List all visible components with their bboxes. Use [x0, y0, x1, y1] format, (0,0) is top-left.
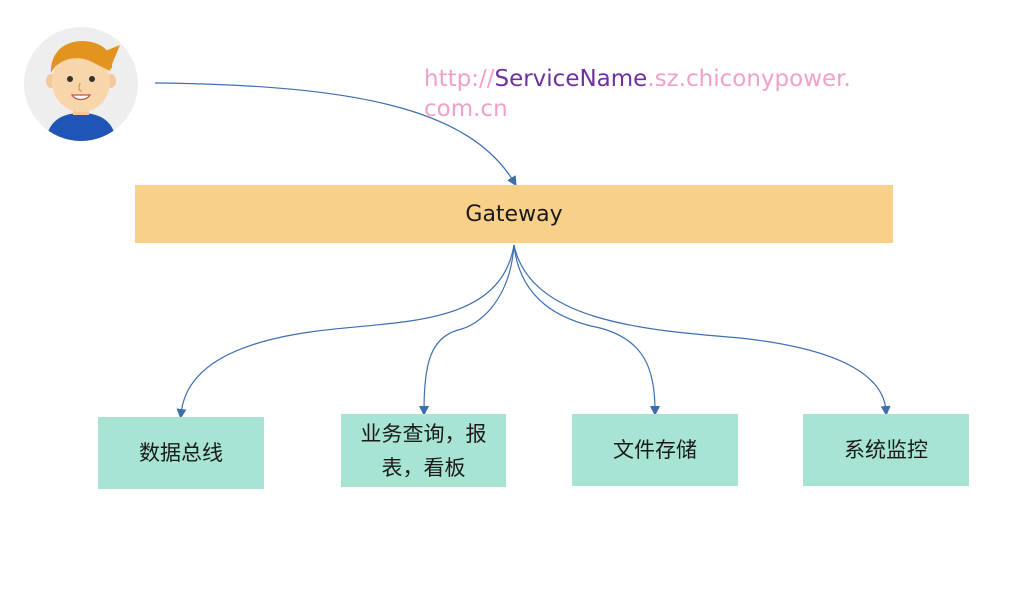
service-label-file-storage: 文件存储: [613, 438, 697, 462]
service-url: http://ServiceName.sz.chiconypower.com.c…: [424, 64, 854, 124]
service-box-monitoring: 系统监控: [803, 414, 969, 486]
service-box-file-storage: 文件存储: [572, 414, 738, 486]
url-prefix: http://: [424, 66, 495, 92]
service-label-monitoring: 系统监控: [844, 438, 928, 462]
gateway-to-monitoring-arrow: [513, 244, 891, 416]
gateway-to-reporting-arrow: [419, 244, 515, 416]
service-box-reporting: 业务查询，报表，看板: [341, 414, 506, 487]
gateway-to-file-storage-arrow: [513, 244, 660, 416]
user-to-gateway-arrow: [154, 82, 517, 187]
gateway-to-data-bus-arrow: [176, 244, 515, 419]
url-suffix: .sz.chiconypower.com.cn: [424, 66, 851, 122]
service-box-data-bus: 数据总线: [98, 417, 264, 489]
service-label-data-bus: 数据总线: [139, 441, 223, 465]
url-service-name: ServiceName: [494, 66, 648, 92]
gateway-box: Gateway: [135, 185, 893, 243]
gateway-label: Gateway: [465, 201, 563, 227]
user-avatar-icon: [24, 27, 138, 141]
service-label-reporting: 业务查询，报表，看板: [360, 421, 487, 480]
